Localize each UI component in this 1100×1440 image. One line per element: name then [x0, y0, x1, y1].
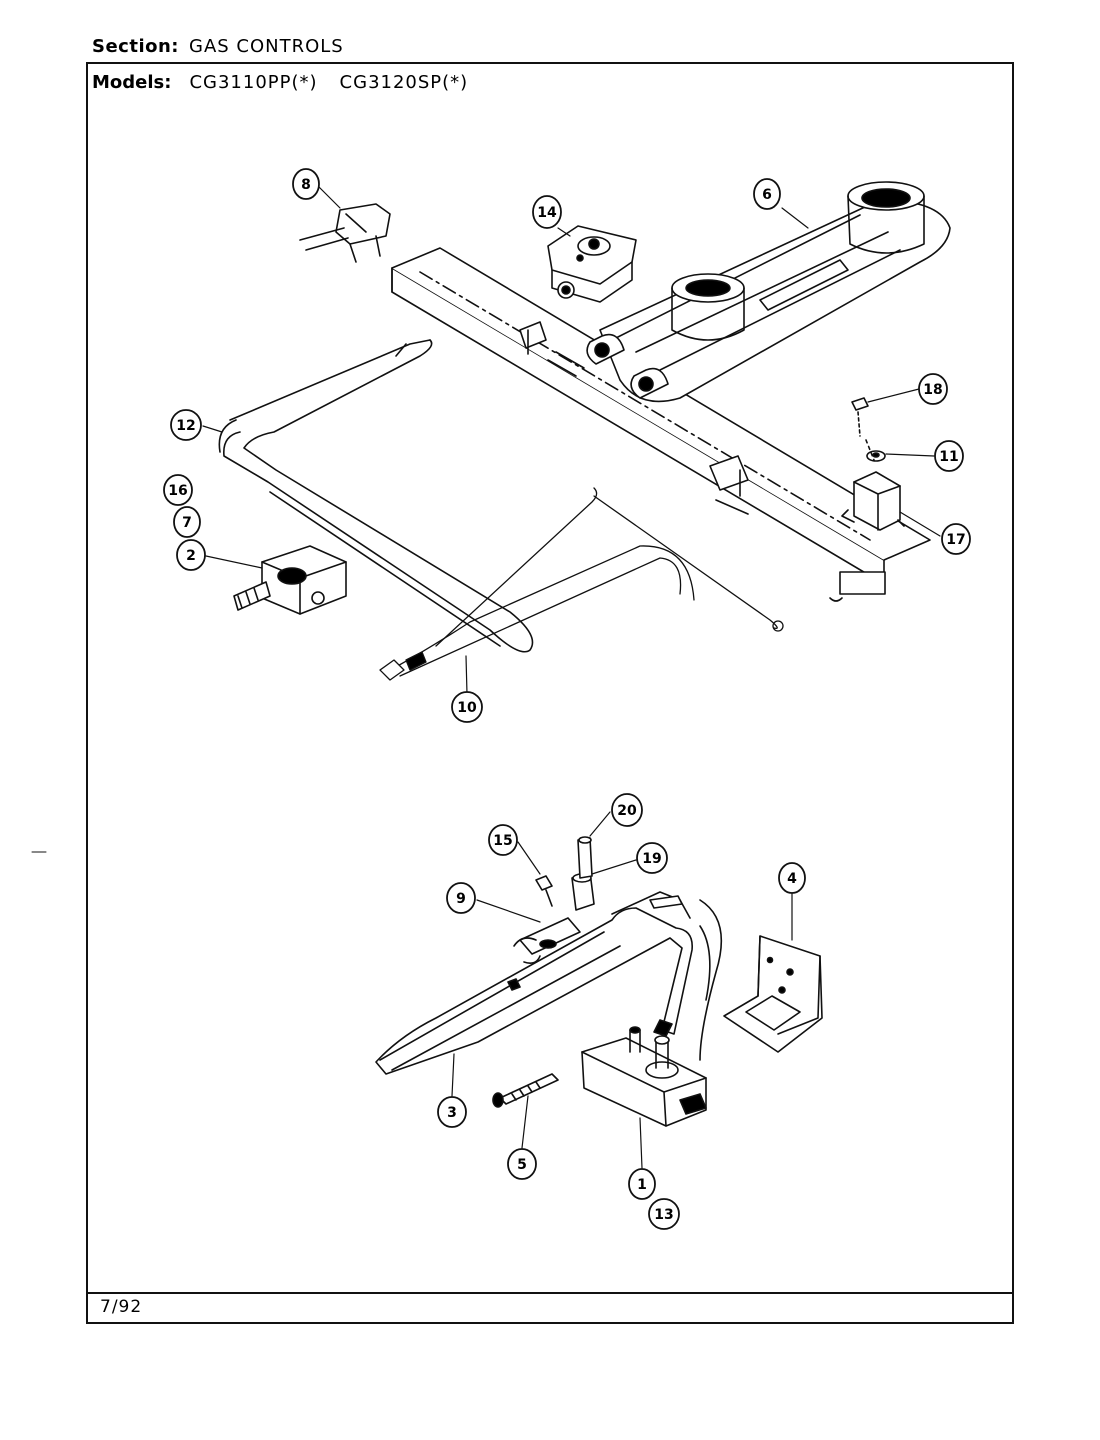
part-9-clip: [513, 917, 581, 964]
manifold-bar: [391, 247, 931, 602]
callout-8-label: 8: [301, 177, 311, 193]
callout-9-label: 9: [456, 891, 466, 907]
part-12-tube: [218, 339, 534, 653]
model-2: CG3120SP(*): [339, 72, 469, 93]
callout-15-label: 15: [493, 833, 512, 849]
part-14-regulator: [547, 225, 637, 303]
callout-5-label: 5: [517, 1157, 527, 1173]
callout-11-label: 11: [939, 449, 958, 465]
callout-14: 14: [532, 195, 562, 229]
callout-10: 10: [451, 691, 483, 723]
callout-8: 8: [292, 168, 320, 200]
callout-19: 19: [636, 842, 668, 874]
part-1-valve: [581, 1026, 707, 1127]
callout-1-label: 1: [637, 1177, 647, 1193]
callout-16-label: 16: [168, 483, 187, 499]
callout-19-label: 19: [642, 851, 661, 867]
callout-14-label: 14: [537, 205, 557, 221]
callout-4-label: 4: [787, 871, 797, 887]
callout-4: 4: [778, 862, 806, 894]
callout-2-label: 2: [186, 548, 196, 564]
callout-16: 16: [163, 474, 193, 506]
callout-11: 11: [934, 440, 964, 472]
callout-9: 9: [446, 882, 476, 914]
leader-lines: [202, 185, 941, 1169]
callout-15: 15: [488, 824, 518, 856]
burner-assembly: [586, 181, 951, 403]
callout-12: 12: [170, 409, 202, 441]
part-8-clip: [299, 203, 391, 263]
callout-20: 20: [611, 793, 643, 827]
callout-18-label: 18: [923, 382, 942, 398]
part-5-screw: [492, 1073, 559, 1108]
part-11-washer: [866, 450, 886, 462]
callout-3-label: 3: [447, 1105, 457, 1121]
part-10-wire: [379, 487, 784, 681]
part-2-valve: [233, 545, 347, 615]
part-small-screw: [507, 978, 521, 991]
model-1: CG3110PP(*): [189, 72, 318, 93]
callout-17: 17: [941, 523, 971, 555]
callouts: 8 14 6 12 18 11 17 16 7 2 10 20 15 19 9 …: [163, 168, 971, 1230]
callout-20-label: 20: [617, 803, 637, 819]
section-label: Section:: [92, 36, 179, 57]
part-18-screw: [851, 397, 875, 461]
part-15-screw: [535, 875, 553, 907]
models-label: Models:: [92, 72, 172, 93]
part-17-bracket: [841, 471, 905, 531]
callout-17-label: 17: [946, 532, 965, 548]
callout-6: 6: [753, 178, 781, 210]
part-4-bracket: [723, 935, 823, 1053]
callout-1: 1: [628, 1168, 656, 1200]
callout-13: 13: [648, 1198, 680, 1230]
models-line: Models: CG3110PP(*) CG3120SP(*): [92, 72, 468, 93]
callout-7-label: 7: [182, 515, 192, 531]
callout-5: 5: [507, 1148, 537, 1180]
part-20-orifice: [577, 836, 593, 879]
callout-7: 7: [173, 506, 201, 538]
callout-6-label: 6: [762, 187, 772, 203]
callout-10-label: 10: [457, 700, 477, 716]
callout-3: 3: [437, 1096, 467, 1128]
part-3-tube: [375, 891, 723, 1075]
date-code: 7/92: [100, 1297, 143, 1317]
diagram-frame: [86, 62, 1014, 1324]
callout-18: 18: [918, 373, 948, 405]
callout-12-label: 12: [176, 418, 195, 434]
section-title: Section: GAS CONTROLS: [92, 36, 344, 57]
section-value: GAS CONTROLS: [189, 36, 344, 57]
callout-13-label: 13: [654, 1207, 673, 1223]
callout-2: 2: [176, 539, 206, 571]
footer-rule: [86, 1292, 1014, 1294]
